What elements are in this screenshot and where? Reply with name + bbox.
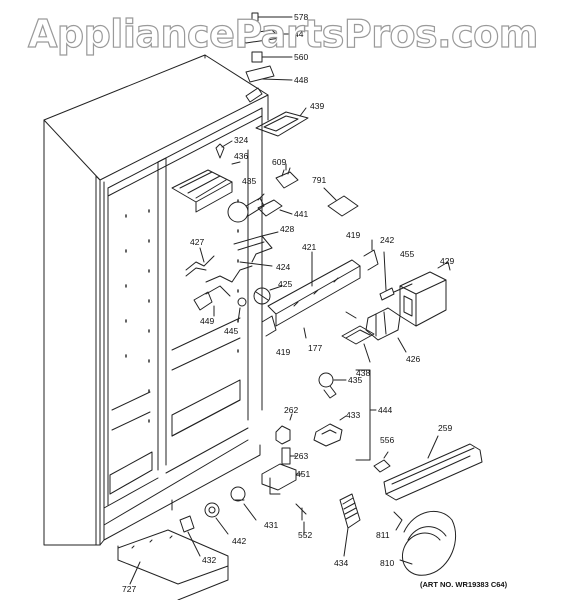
part-label-425: 425: [278, 279, 292, 289]
cabinet-shell: [43, 54, 269, 557]
part-label-810: 810: [380, 558, 394, 568]
part-label-262: 262: [284, 405, 298, 415]
toe-grille-parts: [373, 435, 483, 501]
damper-assembly-parts: [379, 251, 451, 327]
part-number-labels: 578 44 560 448 439 324 436 609 435 791 4…: [122, 12, 454, 594]
part-label-421: 421: [302, 242, 316, 252]
part-label-259: 259: [438, 423, 452, 433]
part-label-435a: 435: [242, 176, 256, 186]
part-label-556: 556: [380, 435, 394, 445]
part-label-560: 560: [294, 52, 308, 62]
part-label-451: 451: [296, 469, 310, 479]
part-label-441: 441: [294, 209, 308, 219]
part-label-428: 428: [280, 224, 294, 234]
part-label-427: 427: [190, 237, 204, 247]
part-label-324: 324: [234, 135, 248, 145]
part-label-419a: 419: [346, 230, 360, 240]
part-label-435b: 435: [348, 375, 362, 385]
part-791-pad: [323, 187, 359, 217]
part-727-kickplate: [117, 529, 229, 600]
part-label-448: 448: [294, 75, 308, 85]
part-label-44: 44: [294, 29, 304, 39]
part-label-419b: 419: [276, 347, 290, 357]
part-434-grille: [339, 493, 361, 557]
part-label-433: 433: [346, 410, 360, 420]
part-label-791: 791: [312, 175, 326, 185]
part-label-578: 578: [294, 12, 308, 22]
lower-hinge-parts: [261, 413, 303, 495]
part-439-light-shield: [255, 107, 309, 137]
part-label-429: 429: [440, 256, 454, 266]
part-label-442: 442: [232, 536, 246, 546]
part-label-424: 424: [276, 262, 290, 272]
small-fasteners: [179, 486, 307, 557]
part-label-449: 449: [200, 316, 214, 326]
light-assembly-parts: [171, 140, 299, 223]
part-label-552: 552: [298, 530, 312, 540]
part-label-444: 444: [378, 405, 392, 415]
part-label-727: 727: [122, 584, 136, 594]
part-label-432: 432: [202, 555, 216, 565]
water-tubing: [393, 511, 457, 576]
part-425-control-knob: [237, 285, 283, 323]
part-label-439: 439: [310, 101, 324, 111]
light-socket-parts: [313, 369, 377, 461]
part-label-455: 455: [400, 249, 414, 259]
part-label-263: 263: [294, 451, 308, 461]
part-label-811: 811: [376, 530, 390, 540]
part-421-control-housing: [261, 239, 379, 339]
wire-harnesses: [185, 231, 279, 317]
part-label-445: 445: [224, 326, 238, 336]
art-number: (ART NO. WR19383 C64): [420, 580, 508, 589]
part-label-609: 609: [272, 157, 286, 167]
top-hinge-parts: [237, 12, 293, 83]
part-label-431: 431: [264, 520, 278, 530]
watermark: AppliancePartsPros.com: [27, 11, 539, 56]
part-label-426: 426: [406, 354, 420, 364]
part-label-242: 242: [380, 235, 394, 245]
part-label-438: 438: [356, 368, 370, 378]
part-label-436: 436: [234, 151, 248, 161]
part-label-177: 177: [308, 343, 322, 353]
part-label-434: 434: [334, 558, 348, 568]
parts-426-438: [341, 307, 407, 363]
